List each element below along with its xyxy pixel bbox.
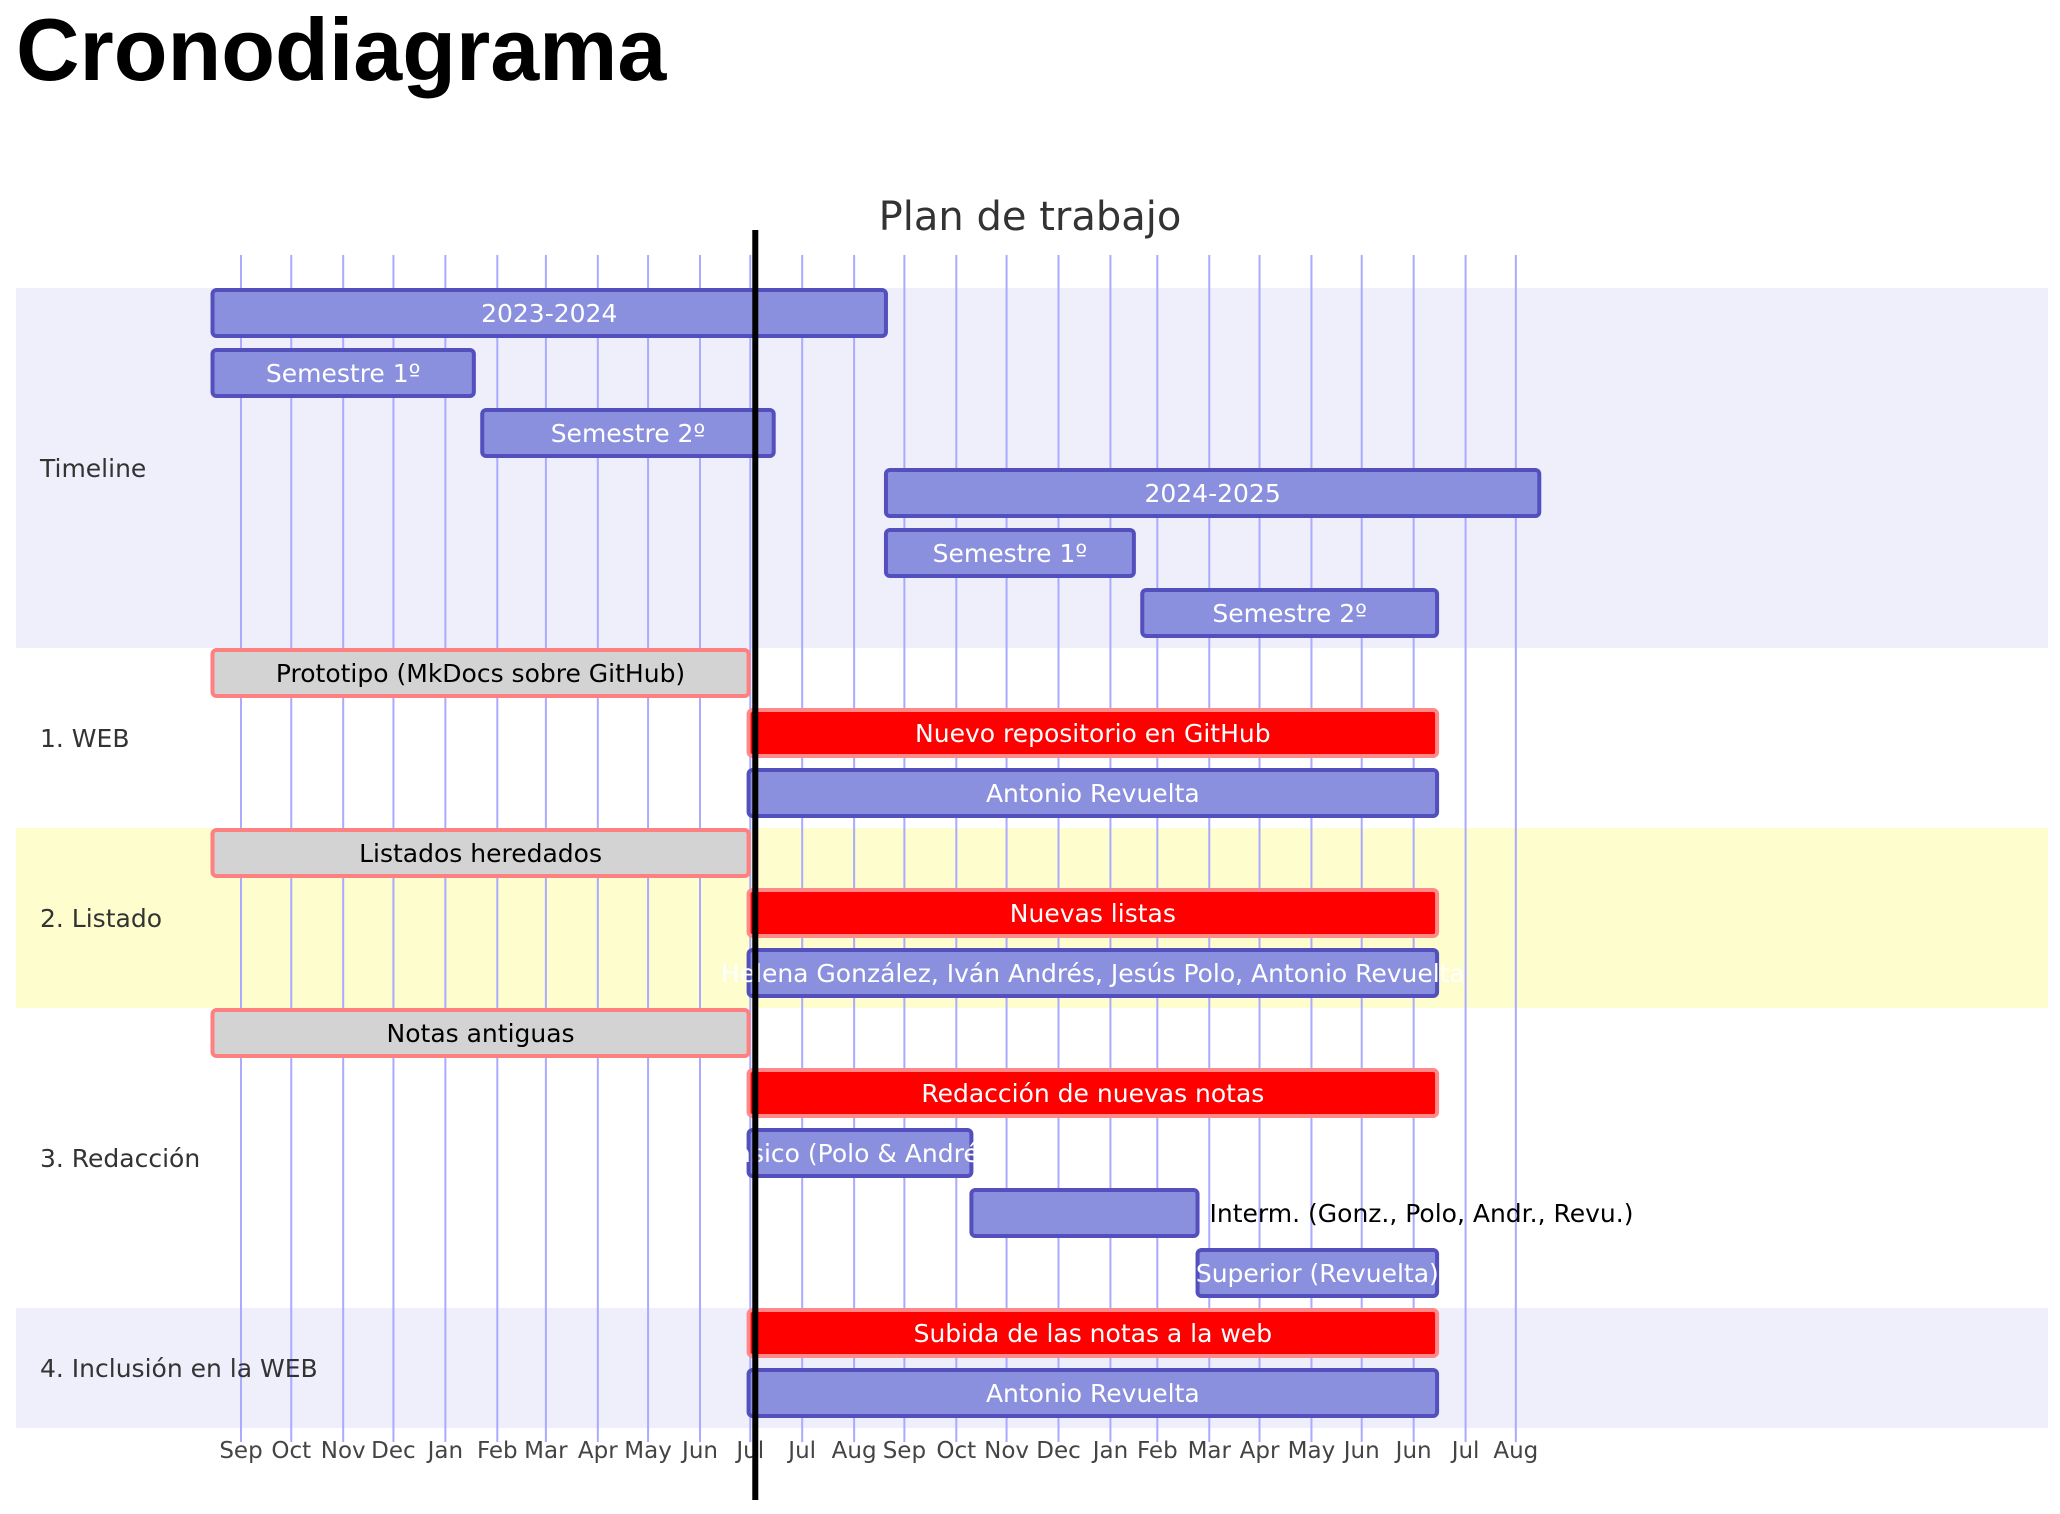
- task-bar: [746, 1308, 1440, 1358]
- task-bar: [210, 648, 751, 698]
- page-title: Cronodiagrama: [16, 0, 667, 99]
- task-label: Helena González, Iván Andrés, Jesús Polo…: [721, 959, 1465, 988]
- axis-tick-label: May: [1288, 1438, 1336, 1464]
- axis-tick-label: Sep: [219, 1438, 262, 1464]
- task-bar: [746, 708, 1440, 758]
- task-label: Superior (Revuelta): [1196, 1259, 1439, 1288]
- section-label: 2. Listado: [40, 904, 162, 933]
- axis-tick-label: Jun: [1394, 1438, 1432, 1464]
- task-label: Semestre 2º: [551, 419, 706, 448]
- task-label: Antonio Revuelta: [986, 779, 1200, 808]
- task-label: Antonio Revuelta: [986, 1379, 1200, 1408]
- task-label: Nuevo repositorio en GitHub: [915, 719, 1271, 748]
- task-label: 2023-2024: [481, 299, 617, 328]
- task-label: Notas antiguas: [387, 1019, 575, 1048]
- section-label: 4. Inclusión en la WEB: [40, 1354, 318, 1383]
- task-label: 2024-2025: [1144, 479, 1280, 508]
- axis-tick-label: Mar: [1188, 1438, 1232, 1464]
- axis-tick-label: Nov: [984, 1438, 1029, 1464]
- axis-tick-label: Jun: [680, 1438, 718, 1464]
- task-label: Prototipo (MkDocs sobre GitHub): [276, 659, 685, 688]
- task-bar: [746, 948, 1440, 998]
- axis-tick-label: Jul: [1450, 1438, 1480, 1464]
- task-label: Subida de las notas a la web: [914, 1319, 1273, 1348]
- axis-tick-label: Apr: [578, 1438, 618, 1464]
- task-label: Listados heredados: [359, 839, 602, 868]
- task-bar: [210, 348, 476, 398]
- axis-tick-label: Aug: [1493, 1438, 1538, 1464]
- axis-tick-label: Nov: [321, 1438, 366, 1464]
- axis-tick-label: Oct: [936, 1438, 976, 1464]
- task-bar: [480, 408, 776, 458]
- task-bar: [746, 1368, 1440, 1418]
- task-label: Semestre 1º: [266, 359, 421, 388]
- task-label: Semestre 2º: [1212, 599, 1367, 628]
- task-label: Nuevas listas: [1010, 899, 1176, 928]
- axis-tick-label: Dec: [1036, 1438, 1081, 1464]
- axis-tick-label: Apr: [1240, 1438, 1280, 1464]
- axis-tick-label: May: [624, 1438, 672, 1464]
- axis-tick-label: Dec: [371, 1438, 416, 1464]
- axis-tick-label: Jul: [786, 1438, 816, 1464]
- task-bar: [883, 528, 1136, 578]
- task-bar: [746, 888, 1440, 938]
- section-label: 3. Redacción: [40, 1144, 200, 1173]
- task-bar: [210, 828, 751, 878]
- task-bar: [746, 768, 1440, 818]
- task-bar: [746, 1068, 1440, 1118]
- axis-tick-label: Feb: [477, 1438, 518, 1464]
- task-bar: [883, 468, 1542, 518]
- task-bar: [210, 1008, 751, 1058]
- axis-tick-label: Jan: [426, 1438, 463, 1464]
- axis-tick-label: Jan: [1091, 1438, 1128, 1464]
- axis-tick-label: Aug: [832, 1438, 877, 1464]
- chart-title: Plan de trabajo: [879, 194, 1182, 240]
- task-bar: [210, 288, 888, 338]
- axis-tick-label: Jul: [734, 1438, 764, 1464]
- task-label: Redacción de nuevas notas: [921, 1079, 1264, 1108]
- axis-tick-label: Feb: [1137, 1438, 1178, 1464]
- section-label: Timeline: [39, 454, 146, 483]
- task-bar: [1140, 588, 1440, 638]
- axis-tick-label: Sep: [883, 1438, 926, 1464]
- task-label: Interm. (Gonz., Polo, Andr., Revu.): [1210, 1199, 1634, 1228]
- section-label: 1. WEB: [40, 724, 129, 753]
- axis-tick-label: Jun: [1342, 1438, 1380, 1464]
- axis-tick-label: Oct: [271, 1438, 311, 1464]
- axis-tick-label: Mar: [524, 1438, 568, 1464]
- task-label: Básico (Polo & Andrés): [718, 1139, 1001, 1168]
- task-bar: [1195, 1248, 1440, 1298]
- task-bar: [969, 1188, 1200, 1238]
- task-bar: [746, 1128, 974, 1178]
- task-label: Semestre 1º: [933, 539, 1088, 568]
